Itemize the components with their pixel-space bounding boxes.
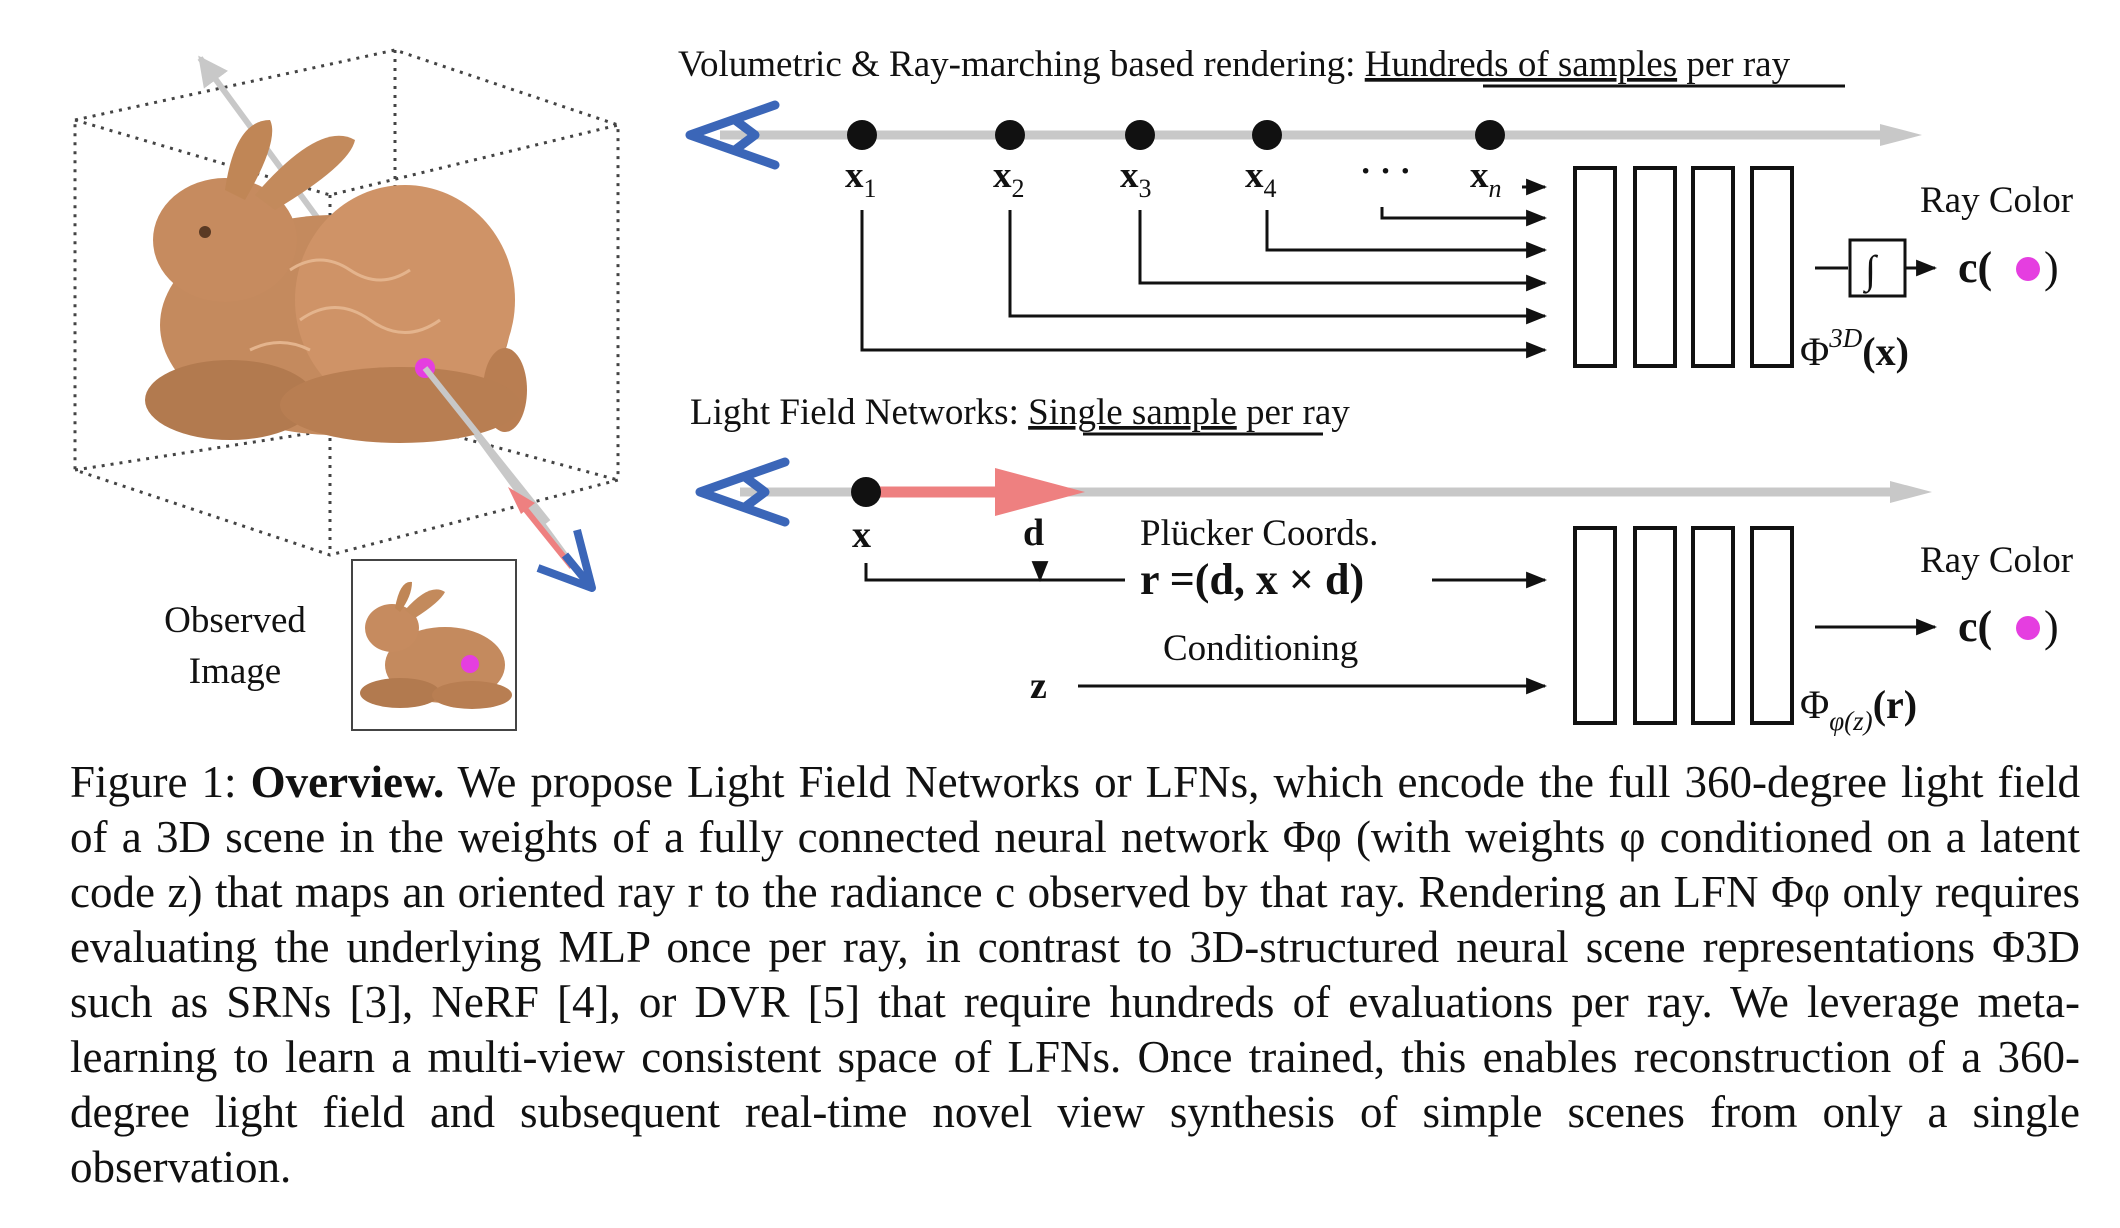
volumetric-output-label: c( bbox=[1958, 243, 1992, 292]
lfn-origin-point bbox=[851, 477, 881, 507]
latent-z-label: z bbox=[1030, 665, 1047, 707]
lfn-panel: Light Field Networks: Single sample per … bbox=[690, 392, 2073, 736]
sample-point-3 bbox=[1125, 120, 1155, 150]
scene-camera-icon bbox=[536, 528, 596, 592]
lfn-output-color-dot bbox=[2016, 616, 2040, 640]
overview-figure: Observed Image Volumetric & Ray-marching… bbox=[73, 44, 2073, 736]
caption-figure-number: Figure 1: bbox=[70, 757, 251, 807]
volumetric-title: Volumetric & Ray-marching based renderin… bbox=[678, 44, 1791, 85]
scene-illustration: Observed Image bbox=[73, 48, 620, 731]
plucker-title: Plücker Coords. bbox=[1140, 513, 1378, 554]
scene-ray-lower bbox=[422, 366, 551, 524]
lfn-camera-icon bbox=[695, 457, 790, 527]
sample-label-2: x2 bbox=[993, 155, 1025, 203]
volumetric-mlp-layers bbox=[1573, 166, 1794, 368]
sample-connectors bbox=[860, 178, 1548, 359]
lfn-output-close: ) bbox=[2044, 602, 2059, 651]
sample-point-1 bbox=[847, 120, 877, 150]
ellipsis: · · · bbox=[1360, 153, 1411, 190]
volumetric-network-label: Φ3D(x) bbox=[1800, 323, 1909, 374]
volumetric-ray-color-label: Ray Color bbox=[1920, 180, 2073, 221]
sample-points bbox=[847, 120, 1505, 150]
volumetric-camera-icon bbox=[685, 100, 780, 170]
lfn-xd-bracket bbox=[864, 563, 1125, 580]
caption-body: We propose Light Field Networks or LFNs,… bbox=[70, 757, 2080, 1192]
conditioning-label: Conditioning bbox=[1163, 628, 1358, 669]
observed-image-label-line1: Observed bbox=[164, 600, 306, 641]
volumetric-output-color-dot bbox=[2016, 257, 2040, 281]
lfn-output-label: c( bbox=[1958, 602, 1992, 651]
observed-image-label-line2: Image bbox=[189, 651, 281, 692]
volumetric-panel: Volumetric & Ray-marching based renderin… bbox=[678, 44, 2073, 374]
scene-direction-arrow bbox=[508, 487, 575, 569]
sample-point-n bbox=[1475, 120, 1505, 150]
bunny-model bbox=[145, 120, 527, 443]
sample-point-4 bbox=[1252, 120, 1282, 150]
integral-box bbox=[1848, 238, 1907, 298]
caption-title: Overview. bbox=[250, 757, 445, 807]
sample-label-n: xn bbox=[1470, 155, 1502, 203]
plucker-formula: r =(d, x × d) bbox=[1140, 555, 1364, 604]
sample-label-3: x3 bbox=[1120, 155, 1152, 203]
sample-label-4: x4 bbox=[1245, 155, 1277, 203]
volumetric-ray-arrowhead bbox=[1880, 124, 1922, 146]
sample-labels: x1 x2 x3 x4 · · · xn bbox=[845, 153, 1502, 203]
lfn-title: Light Field Networks: Single sample per … bbox=[690, 392, 1350, 433]
lfn-x-label: x bbox=[852, 514, 871, 556]
observed-image-thumbnail bbox=[351, 559, 517, 731]
lfn-network-label: Φφ(z)(r) bbox=[1800, 682, 1917, 736]
figure-caption: Figure 1: Overview. We propose Light Fie… bbox=[70, 755, 2080, 1195]
thumbnail-point bbox=[461, 655, 479, 673]
lfn-direction-arrowhead bbox=[995, 468, 1085, 516]
sample-label-1: x1 bbox=[845, 155, 877, 203]
sample-point-2 bbox=[995, 120, 1025, 150]
lfn-mlp-layers bbox=[1573, 526, 1794, 725]
integral-symbol: ∫ bbox=[1862, 247, 1879, 294]
lfn-ray-color-label: Ray Color bbox=[1920, 540, 2073, 581]
lfn-ray-arrowhead bbox=[1890, 481, 1932, 503]
volumetric-output-close: ) bbox=[2044, 243, 2059, 292]
lfn-d-label: d bbox=[1023, 512, 1044, 554]
